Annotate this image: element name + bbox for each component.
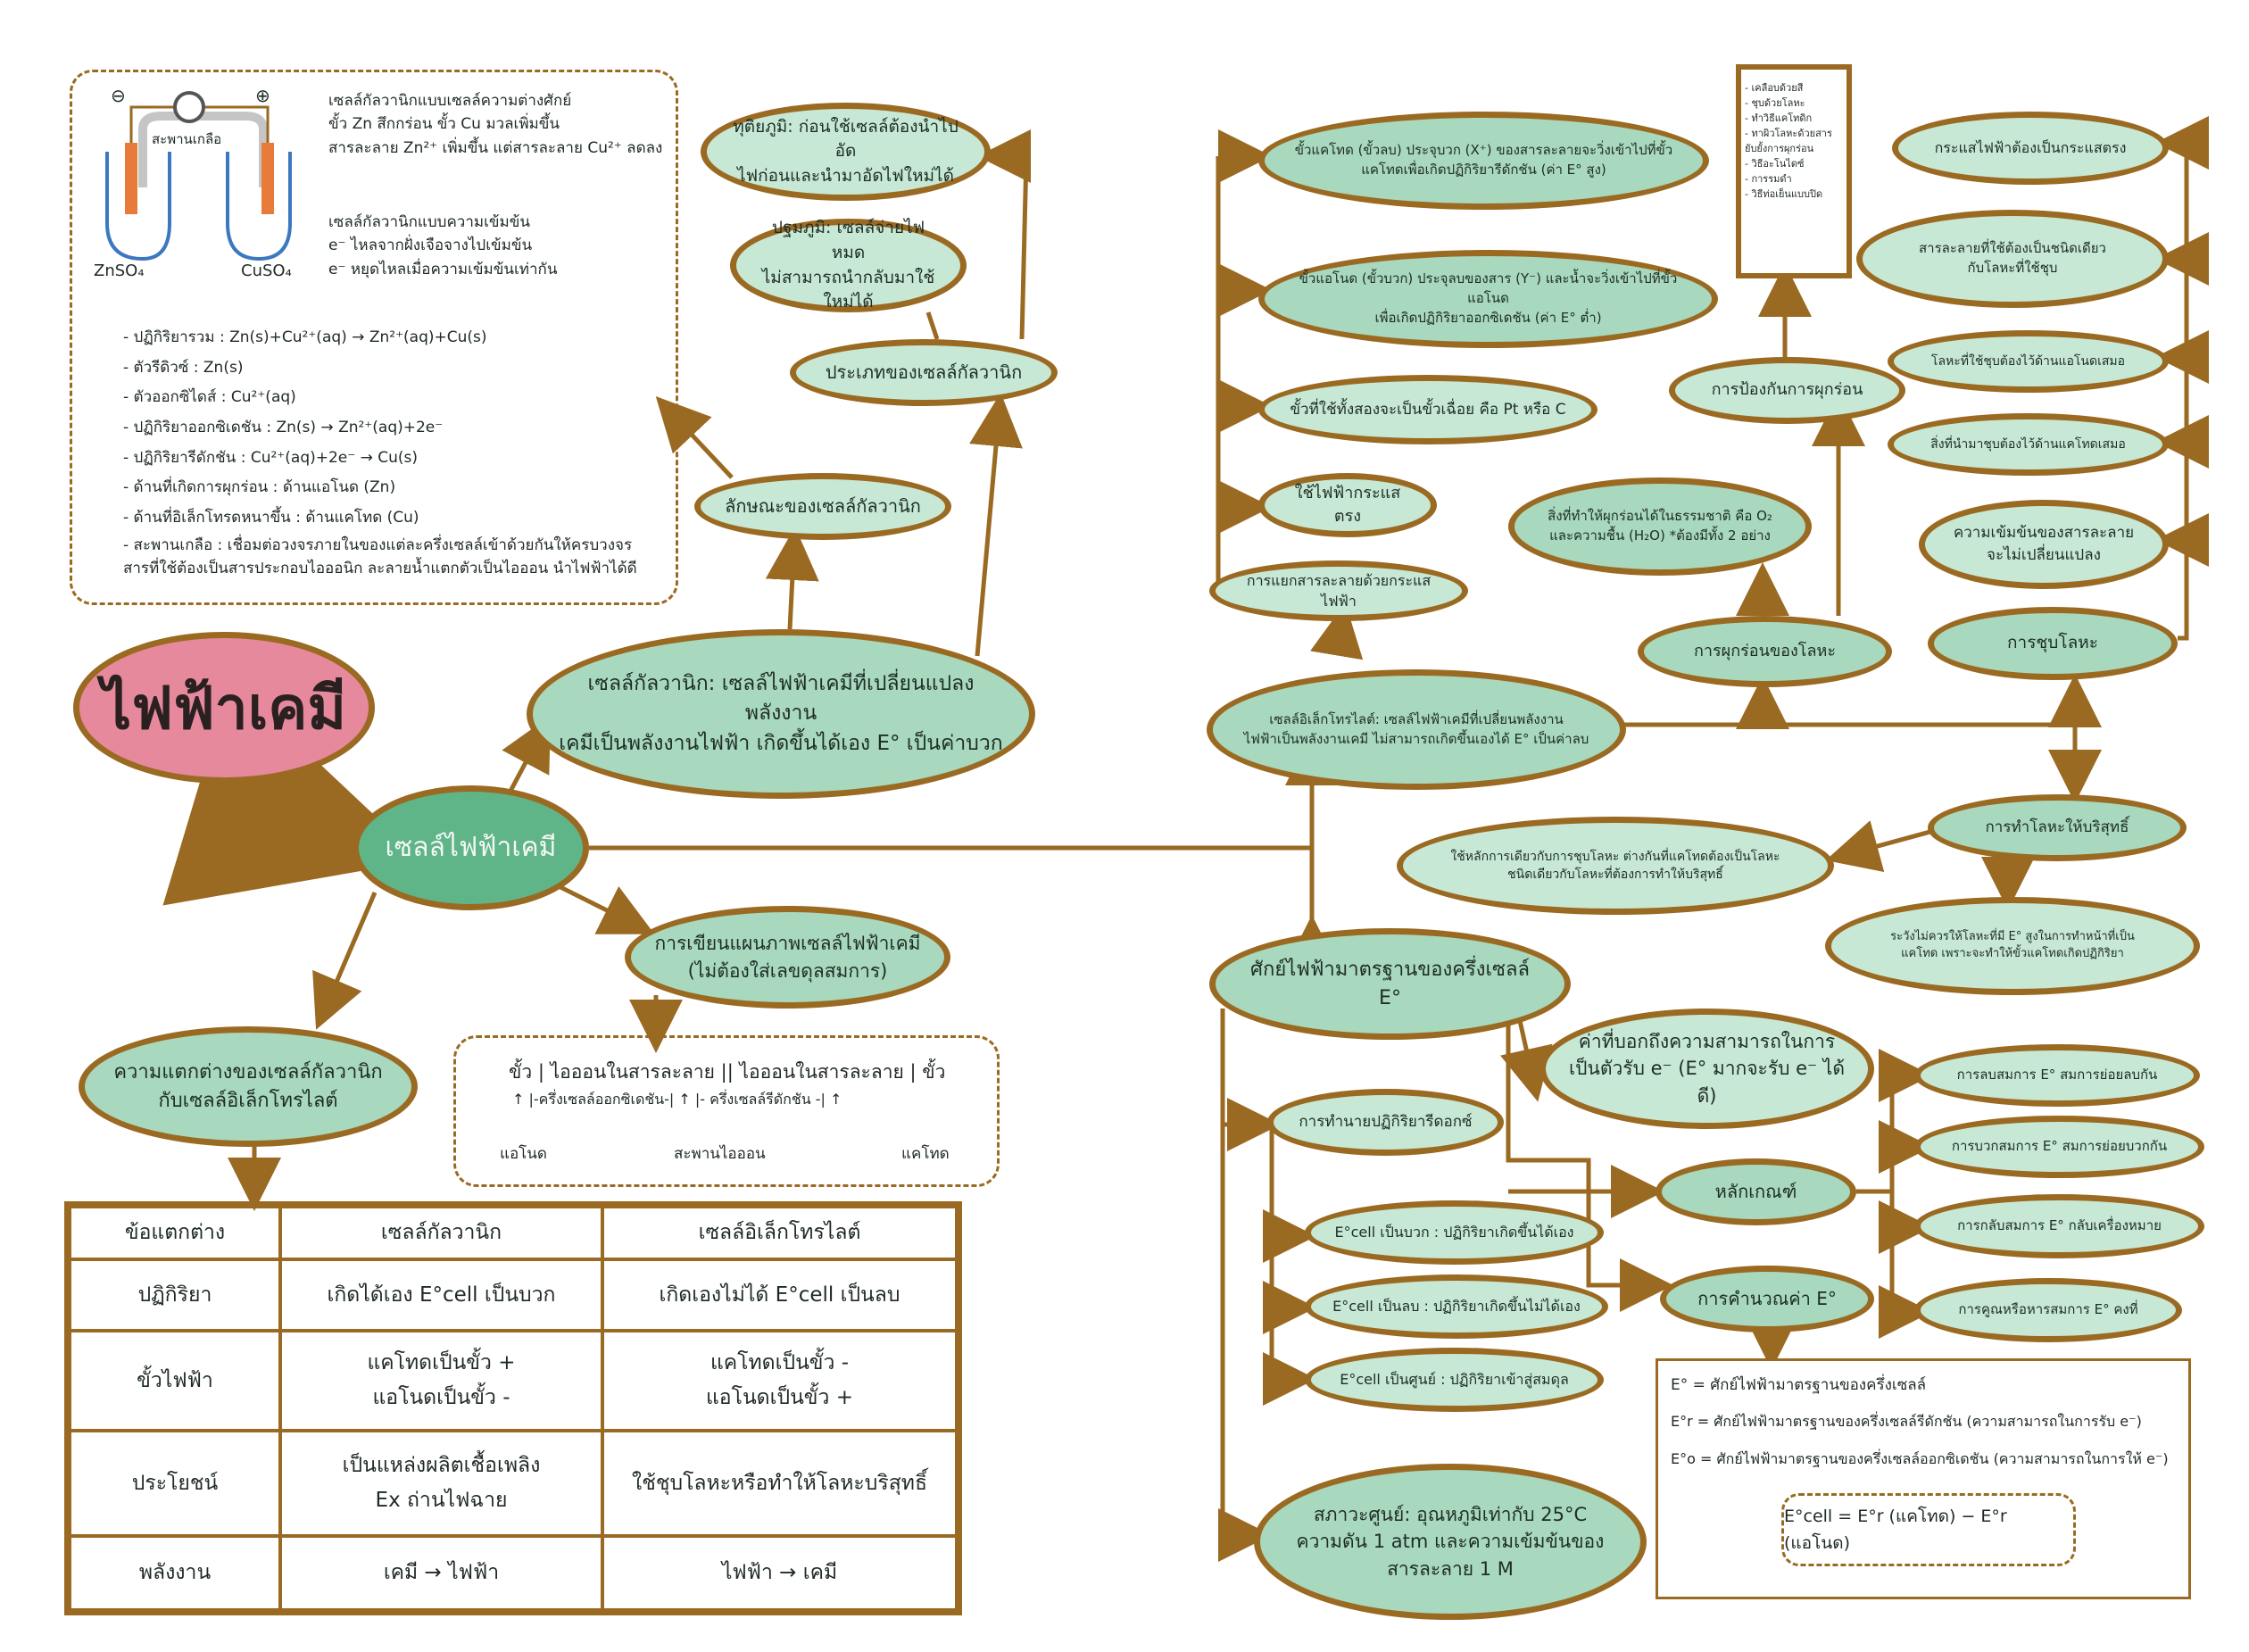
diff-potential-text: เซลล์กัลวานิกแบบเซลล์ความต่างศักย์ ขั้ว … xyxy=(328,92,663,157)
galvanic-main-node: เซลล์กัลวานิก: เซลล์ไฟฟ้าเคมีที่เปลี่ยนแ… xyxy=(527,629,1035,799)
plating-anode-node: โลหะที่ใช้ชุบต้องไว้ด้านแอโนดเสมอ xyxy=(1888,330,2169,393)
list-item: - ปฏิกิริยารวม : Zn(s)+Cu²⁺(aq) → Zn²⁺(a… xyxy=(123,328,487,346)
left-solution-label: ZnSO₄ xyxy=(94,261,145,280)
list-item: - ตัวออกซิไดส์ : Cu²⁺(aq) xyxy=(123,388,296,407)
cell-notation-box xyxy=(453,1035,1000,1187)
galvanic-item-list: - ปฏิกิริยารวม : Zn(s)+Cu²⁺(aq) → Zn²⁺(a… xyxy=(123,323,637,580)
galvanic-types-node: ประเภทของเซลล์กัลวานิก xyxy=(790,339,1058,406)
table-cell: เกิดได้เอง E°cell เป็นบวก xyxy=(278,1258,604,1333)
definition-eo: E°o = ศักย์ไฟฟ้ามาตรฐานของครึ่งเซลล์ออกซ… xyxy=(1671,1450,2169,1467)
ion-bridge-label: สะพานไอออน xyxy=(674,1145,766,1163)
principle-node: หลักเกณฑ์ xyxy=(1656,1158,1856,1225)
list-item: - ด้านที่อิเล็กโทรดหนาขึ้น : ด้านแคโทด (… xyxy=(123,508,419,527)
difference-node: ความแตกต่างของเซลล์กัลวานิก กับเซลล์อิเล… xyxy=(79,1026,418,1147)
definition-e0: E° = ศักย์ไฟฟ้ามาตรฐานของครึ่งเซลล์ xyxy=(1671,1376,1927,1394)
concentration-text: เซลล์กัลวานิกแบบความเข้มข้น e⁻ ไหลจากฝั่… xyxy=(328,213,558,278)
right-solution-label: CuSO₄ xyxy=(241,261,292,280)
diagram-writing-node: การเขียนแผนภาพเซลล์ไฟฟ้าเคมี (ไม่ต้องใส่… xyxy=(625,906,950,1009)
electrolytic-main-node: เซลล์อิเล็กโทรไลต์: เซลล์ไฟฟ้าเคมีที่เปล… xyxy=(1207,669,1626,790)
table-cell: เคมี → ไฟฟ้า xyxy=(278,1534,604,1615)
right-sign: ⊕ xyxy=(255,85,270,106)
table-cell: เป็นแหล่งผลิตเชื้อเพลิง Ex ถ่านไฟฉาย xyxy=(278,1429,604,1539)
map-title: ไฟฟ้าเคมี xyxy=(73,632,375,784)
rule-multiply-node: การคูณหรือหารสมการ E° คงที่ xyxy=(1914,1278,2182,1342)
purify-caution-node: ระวังไม่ควรให้โลหะที่มี E° สูงในการทำหน้… xyxy=(1825,897,2200,995)
plating-cathode-node: สิ่งที่นำมาชุบต้องไว้ด้านแคโทดเสมอ xyxy=(1888,413,2169,476)
list-item: - วิธีท่อเย็นแบบปิด xyxy=(1745,188,1823,201)
table-cell: แคโทดเป็นขั้ว + แอโนดเป็นขั้ว - xyxy=(278,1329,604,1433)
table-header: ข้อแตกต่าง xyxy=(66,1202,282,1262)
corrosion-prevention-node: การป้องกันการผุกร่อน xyxy=(1669,357,1905,424)
table-cell: ปฏิกิริยา xyxy=(66,1258,282,1333)
list-item: - ทำวิธีแคโทดิก xyxy=(1745,112,1813,125)
table-header: เซลล์กัลวานิก xyxy=(278,1202,604,1262)
list-item: - วิธีอะโนไดซ์ xyxy=(1745,158,1805,170)
primary-cell-node: ปฐมภูมิ: เซลล์จ่ายไฟหมด ไม่สามารถนำกลับม… xyxy=(730,218,967,312)
list-item: - ปฏิกิริยาออกซิเดชัน : Zn(s) → Zn²⁺(aq)… xyxy=(123,418,444,436)
standard-potential-node: ศักย์ไฟฟ้ามาตรฐานของครึ่งเซลล์ E° xyxy=(1209,928,1571,1040)
plating-dc-node: กระแสไฟฟ้าต้องเป็นกระแสตรง xyxy=(1892,112,2169,185)
list-item: - ด้านที่เกิดการผุกร่อน : ด้านแอโนด (Zn) xyxy=(123,478,396,497)
anode-label: แอโนด xyxy=(500,1145,547,1163)
table-header: เซลล์อิเล็กโทรไลต์ xyxy=(601,1202,960,1262)
galvanic-info-box xyxy=(70,70,678,605)
rule-add-node: การบวกสมการ E° สมการย่อยบวกกัน xyxy=(1914,1116,2204,1178)
corrosion-cause-node: สิ่งที่ทำให้ผุกร่อนได้ในธรรมชาติ คือ O₂ … xyxy=(1508,477,1812,576)
electrolysis-node: การแยกสารละลายด้วยกระแสไฟฟ้า xyxy=(1209,560,1468,621)
potential-meaning-node: ค่าที่บอกถึงความสามารถในการ เป็นตัวรับ e… xyxy=(1539,1009,1874,1129)
ecell-formula-box: E°cell = E°r (แคโทด) − E°r (แอโนด) xyxy=(1781,1493,2076,1566)
corrosion-node: การผุกร่อนของโลหะ xyxy=(1638,616,1892,687)
redox-prediction-node: การทำนายปฏิกิริยารีดอกซ์ xyxy=(1267,1089,1504,1156)
list-item: - เคลือบด้วยสี xyxy=(1745,82,1804,94)
calculation-node: การคำนวณค่า E° xyxy=(1660,1266,1874,1332)
rule-reverse-node: การกลับสมการ E° กลับเครื่องหมาย xyxy=(1914,1194,2204,1258)
table-row: พลังงาน เคมี → ไฟฟ้า ไฟฟ้า → เคมี xyxy=(66,1534,960,1615)
ecell-negative-node: E°cell เป็นลบ : ปฏิกิริยาเกิดขึ้นไม่ได้เ… xyxy=(1305,1274,1608,1339)
plating-concentration-node: ความเข้มข้นของสารละลาย จะไม่เปลี่ยนแปลง xyxy=(1919,500,2169,589)
table-row: ประโยชน์ เป็นแหล่งผลิตเชื้อเพลิง Ex ถ่าน… xyxy=(66,1429,960,1539)
purify-node: การทำโลหะให้บริสุทธิ์ xyxy=(1928,794,2187,861)
table-cell: พลังงาน xyxy=(66,1534,282,1615)
galvanic-cell-sketch xyxy=(105,91,292,261)
ecell-zero-node: E°cell เป็นศูนย์ : ปฏิกิริยาเข้าสู่สมดุล xyxy=(1305,1348,1604,1412)
table-cell: แคโทดเป็นขั้ว - แอโนดเป็นขั้ว + xyxy=(601,1329,960,1433)
notation-line-2: ↑ |-ครึ่งเซลล์ออกซิเดชัน-| ↑ |- ครึ่งเซล… xyxy=(512,1091,842,1108)
table-cell: ไฟฟ้า → เคมี xyxy=(601,1534,960,1615)
table-cell: ขั้วไฟฟ้า xyxy=(66,1329,282,1433)
plating-node: การชุบโลหะ xyxy=(1928,607,2178,680)
definition-er: E°r = ศักย์ไฟฟ้ามาตรฐานของครึ่งเซลล์รีดั… xyxy=(1671,1413,2142,1430)
inert-electrode-node: ขั้วที่ใช้ทั้งสองจะเป็นขั้วเฉื่อย คือ Pt… xyxy=(1258,375,1598,444)
table-cell: ประโยชน์ xyxy=(66,1429,282,1539)
comparison-table: ข้อแตกต่าง เซลล์กัลวานิก เซลล์อิเล็กโทรไ… xyxy=(64,1201,962,1616)
ecell-positive-node: E°cell เป็นบวก : ปฏิกิริยาเกิดขึ้นได้เอง xyxy=(1305,1200,1604,1265)
anode-node: ขั้วแอโนด (ขั้วบวก) ประจุลบของสาร (Y⁻) แ… xyxy=(1258,250,1718,348)
center-node: เซลล์ไฟฟ้าเคมี xyxy=(353,785,589,910)
table-cell: ใช้ชุบโลหะหรือทำให้โลหะบริสุทธิ์ xyxy=(601,1429,960,1539)
table-row: ปฏิกิริยา เกิดได้เอง E°cell เป็นบวก เกิด… xyxy=(66,1258,960,1333)
list-item: - การรมดำ xyxy=(1745,173,1792,186)
rule-subtract-node: การลบสมการ E° สมการย่อยลบกัน xyxy=(1914,1044,2200,1107)
purify-principle-node: ใช้หลักการเดียวกับการชุบโลหะ ต่างกันที่แ… xyxy=(1397,817,1834,915)
cathode-node: ขั้วแคโทด (ขั้วลบ) ประจุบวก (X⁺) ของสารล… xyxy=(1258,112,1709,210)
cathode-label: แคโทด xyxy=(901,1145,950,1163)
list-item: - สะพานเกลือ : เชื่อมต่อวงจรภายในของแต่ล… xyxy=(123,535,637,577)
table-row: ขั้วไฟฟ้า แคโทดเป็นขั้ว + แอโนดเป็นขั้ว … xyxy=(66,1329,960,1433)
list-item: - ชุบด้วยโลหะ xyxy=(1745,97,1805,110)
list-item: - ตัวรีดิวซ์ : Zn(s) xyxy=(123,358,244,377)
ecell-formula: E°cell = E°r (แคโทด) − E°r (แอโนด) xyxy=(1784,1507,2007,1553)
list-item: - ทาผิวโลหะด้วยสาร ยับยั้งการผุกร่อน xyxy=(1745,128,1832,155)
potential-definition-box: E° = ศักย์ไฟฟ้ามาตรฐานของครึ่งเซลล์ E°r … xyxy=(1656,1358,2191,1599)
notation-line-1: ขั้ว | ไอออนในสารละลาย || ไอออนในสารละลา… xyxy=(509,1061,946,1083)
list-item: - ปฏิกิริยารีดักชัน : Cu²⁺(aq)+2e⁻ → Cu(… xyxy=(123,448,419,467)
plating-solution-node: สารละลายที่ใช้ต้องเป็นชนิดเดียว กับโลหะท… xyxy=(1856,210,2169,308)
left-sign: ⊖ xyxy=(111,85,126,106)
table-cell: เกิดเองไม่ได้ E°cell เป็นลบ xyxy=(601,1258,960,1333)
galvanic-characteristics-node: ลักษณะของเซลล์กัลวานิก xyxy=(694,473,951,540)
direct-current-node: ใช้ไฟฟ้ากระแสตรง xyxy=(1258,473,1437,537)
secondary-cell-node: ทุติยภูมิ: ก่อนใช้เซลล์ต้องนำไปอัด ไฟก่อ… xyxy=(701,103,991,201)
prevention-list-box: - เคลือบด้วยสี - ชุบด้วยโลหะ - ทำวิธีแคโ… xyxy=(1736,64,1852,278)
table-header-row: ข้อแตกต่าง เซลล์กัลวานิก เซลล์อิเล็กโทรไ… xyxy=(66,1202,960,1262)
standard-conditions-node: สภาวะศูนย์: อุณหภูมิเท่ากับ 25°C ความดัน… xyxy=(1254,1464,1647,1620)
salt-bridge-label: สะพานเกลือ xyxy=(152,131,222,147)
